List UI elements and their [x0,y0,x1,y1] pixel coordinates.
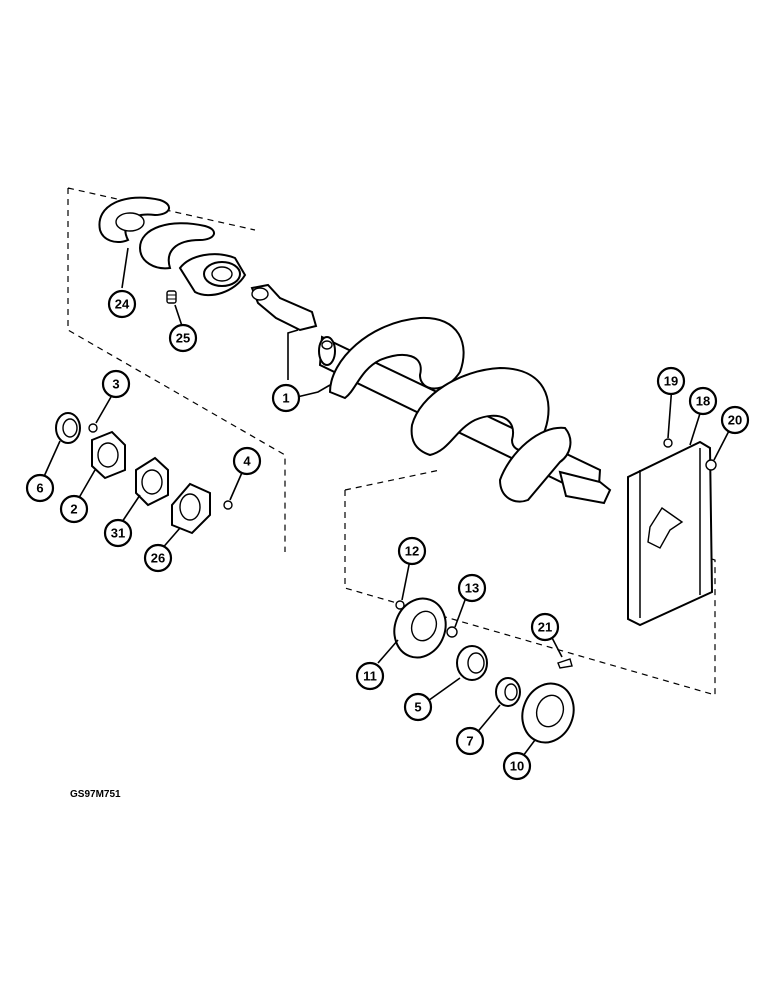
flange-11 [393,597,447,659]
callout-label: 6 [36,481,43,496]
callout-label: 21 [538,620,552,635]
callout-label: 13 [465,581,479,596]
callout-3: 3 [101,369,131,399]
leader-lines [41,247,733,761]
callout-label: 12 [405,544,419,559]
callout-10: 10 [502,751,532,781]
callout-2: 2 [59,494,89,524]
main-auger [318,316,612,505]
callout-label: 2 [70,502,77,517]
upper-group-outline [67,187,286,552]
callout-26: 26 [143,543,173,573]
end-plate-18 [627,440,714,627]
stub-shaft [250,283,318,332]
callout-label: 20 [728,413,742,428]
callout-19: 19 [656,366,686,396]
lower-group-outline [344,469,716,696]
flange-10 [521,682,575,744]
callout-label: 3 [112,377,119,392]
nut-19 [663,438,673,448]
callout-label: 24 [115,297,130,312]
callout-7: 7 [455,726,485,756]
callout-20: 20 [720,405,750,435]
callout-label: 4 [243,454,251,469]
callout-18: 18 [688,386,718,416]
callout-label: 7 [466,734,473,749]
callout-label: 26 [151,551,165,566]
callout-13: 13 [457,573,487,603]
callout-12: 12 [397,536,427,566]
grease-fitting-3 [88,423,98,433]
collar-7 [495,677,521,707]
callout-label: 11 [363,669,377,684]
set-screw [166,290,177,304]
bearing-6 [55,412,81,444]
bolt-12 [395,600,405,610]
nut-20 [705,459,717,471]
figure-reference-code: GS97M751 [70,789,121,800]
callout-label: 10 [510,759,524,774]
callout-25: 25 [168,323,198,353]
flange-housing-31 [135,456,169,507]
callout-31: 31 [103,518,133,548]
callout-11: 11 [355,661,385,691]
callout-21: 21 [530,612,560,642]
callout-label: 18 [696,394,710,409]
callout-label: 5 [414,700,421,715]
callout-5: 5 [403,692,433,722]
gasket-26 [171,482,211,535]
callout-label: 1 [282,391,289,406]
nut-13 [446,626,458,638]
callout-label: 25 [176,331,190,346]
bearing-5 [456,645,488,681]
key-21 [557,658,573,669]
callout-4: 4 [232,446,262,476]
callout-1: 1 [271,383,301,413]
callout-6: 6 [25,473,55,503]
short-auger-flight [98,196,247,297]
callout-label: 31 [111,526,125,541]
flange-housing-2 [91,430,126,480]
callout-label: 19 [664,374,678,389]
callout-24: 24 [107,289,137,319]
nut-4 [223,500,233,510]
